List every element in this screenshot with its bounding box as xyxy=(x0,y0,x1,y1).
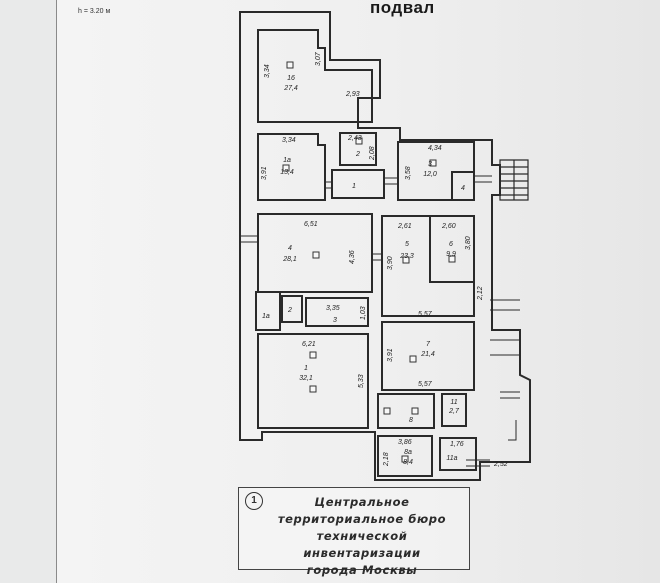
room-8a-wall xyxy=(377,435,433,477)
room-6-area: 9,9 xyxy=(446,251,456,258)
room-8a-area: 8,4 xyxy=(403,459,413,466)
room-16-num: 16 xyxy=(287,75,295,82)
stamp-line-3: технической инвентаризации xyxy=(303,529,421,560)
room-5-dim-b: 3,90 xyxy=(387,256,394,270)
room-3-dim-a: 4,34 xyxy=(428,145,442,152)
ceiling-height-note: h = 3.20 м xyxy=(78,8,111,15)
room-1-big-num: 1 xyxy=(304,365,308,372)
room-5-num: 5 xyxy=(405,241,409,248)
room-11a-num: 11а xyxy=(446,455,457,462)
room-7-wall xyxy=(381,321,475,391)
room-8-num: 8 xyxy=(409,417,413,424)
room-16-wall xyxy=(257,29,373,123)
room-5-dim-a: 2,61 xyxy=(397,223,412,230)
room-1a-area: 13,4 xyxy=(280,169,294,176)
room-3-small-wall xyxy=(305,297,369,327)
floor-title: подвал xyxy=(370,0,435,17)
room-4-dim-b: 4,36 xyxy=(349,250,356,264)
room-11-num: 11 xyxy=(450,399,457,406)
room-6-dim-a: 2,60 xyxy=(441,223,456,230)
room-11a-dim-b: 2,52 xyxy=(493,461,508,468)
room-3-small-num: 3 xyxy=(333,317,337,324)
stamp-text: Центральное территориальное бюро техниче… xyxy=(257,494,467,579)
room-2-dim-b: 2,08 xyxy=(369,146,376,161)
room-7-dim-c: 5,57 xyxy=(418,381,433,388)
room-11-area: 2,7 xyxy=(448,408,460,415)
room-6-num: 6 xyxy=(449,241,453,248)
bti-logo-icon: 1 xyxy=(245,492,263,510)
room-2-wall xyxy=(339,132,377,166)
room-2-dim-a: 2,43 xyxy=(347,135,362,142)
room-3-area: 12,0 xyxy=(423,171,437,178)
room-8a-dim-b: 2,18 xyxy=(383,452,390,467)
room-7-dim-b: 3,91 xyxy=(387,348,394,362)
room-4-area: 28,1 xyxy=(282,256,297,263)
room-3-small-dim-b: 1,03 xyxy=(360,306,367,320)
room-2-small-num: 2 xyxy=(287,307,292,314)
room-1a-small-wall xyxy=(255,291,281,331)
room-2-small-wall xyxy=(281,295,303,323)
room-1a-dim-a: 3,34 xyxy=(282,137,296,144)
room-7-num: 7 xyxy=(426,341,431,348)
room-8-wall xyxy=(377,393,435,429)
room-1a-wall xyxy=(257,133,326,201)
room-3-dim-b: 3,58 xyxy=(405,166,412,180)
room-4-small-num: 4 xyxy=(461,185,465,192)
room-1a-dim-b: 3,91 xyxy=(261,166,268,180)
room-1-big-dim-b: 5,33 xyxy=(358,374,365,388)
room-1-big-area: 32,1 xyxy=(299,375,313,382)
bti-stamp: 1 Центральное территориальное бюро техни… xyxy=(238,487,470,577)
room-4-small-wall xyxy=(451,171,475,201)
room-3-num: 3 xyxy=(428,161,432,168)
room-4-wall xyxy=(257,213,373,293)
room-4-num: 4 xyxy=(288,245,292,252)
room-5-area: 23,3 xyxy=(399,253,414,260)
room-1-big-dim-a: 6,21 xyxy=(302,341,316,348)
room-11a-wall xyxy=(439,437,477,471)
room-1a-num: 1а xyxy=(283,157,291,164)
stamp-line-2: территориальное бюро xyxy=(277,512,447,526)
room-6-dim-c: 2,12 xyxy=(477,286,484,301)
stamp-line-4: города Москвы xyxy=(306,563,418,577)
room-1-big-wall xyxy=(257,333,369,429)
room-16-dim-c: 2,93 xyxy=(345,91,360,98)
room-11-wall xyxy=(441,393,467,427)
room-1a-small-num: 1а xyxy=(262,313,270,320)
stamp-line-1: Центральное xyxy=(314,495,410,509)
room-11a-dim-a: 1,76 xyxy=(450,441,464,448)
room-2-num: 2 xyxy=(355,151,360,158)
room-1-wall xyxy=(331,169,385,199)
room-8a-num: 8а xyxy=(404,449,412,456)
room-8a-dim-a: 3,86 xyxy=(398,439,412,446)
room-16-area: 27,4 xyxy=(283,85,298,92)
room-7-dim-a: 5,57 xyxy=(418,311,433,318)
room-1-num: 1 xyxy=(352,183,356,190)
room-6-dim-b: 3,80 xyxy=(465,236,472,250)
room-16-dim-a: 3,34 xyxy=(264,64,271,78)
room-7-area: 21,4 xyxy=(420,351,435,358)
room-6-wall xyxy=(429,215,475,283)
margin-line xyxy=(56,0,57,583)
room-3-small-dim-a: 3,35 xyxy=(326,305,340,312)
room-5-wall xyxy=(381,215,475,317)
room-16-dim-b: 3,07 xyxy=(315,51,322,66)
staircase xyxy=(499,159,529,201)
door-marks xyxy=(240,175,520,467)
room-symbols xyxy=(282,61,456,463)
room-4-dim-a: 6,51 xyxy=(304,221,318,228)
